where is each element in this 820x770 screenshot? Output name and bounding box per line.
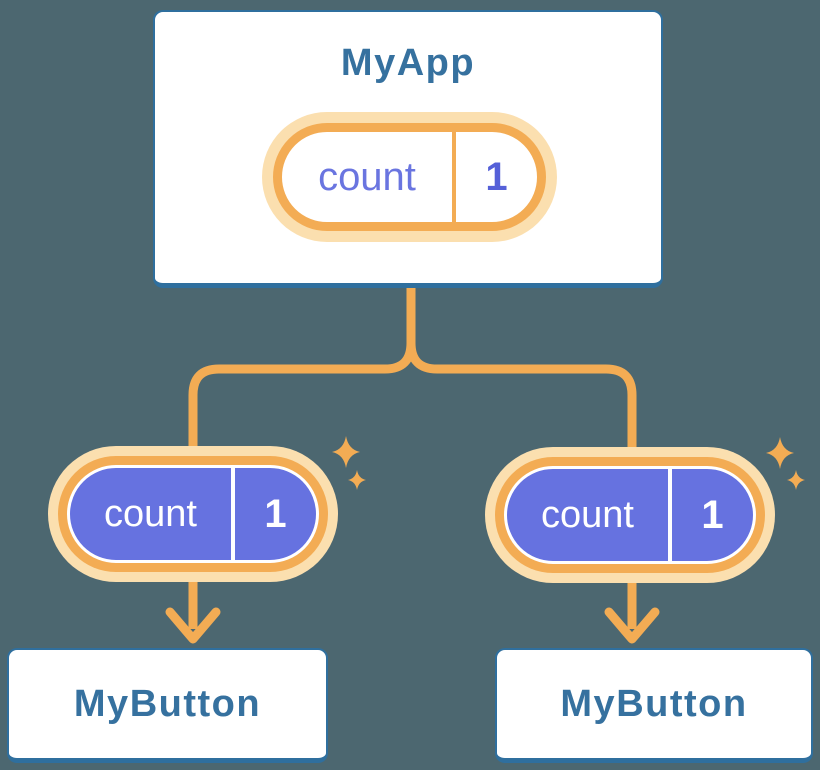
child-component-title: MyButton [73,682,262,725]
edge-root-to-left-child [188,282,416,629]
root-component-card: MyApp count 1 [153,10,663,288]
state-name-label: count [541,493,634,536]
root-component-title: MyApp [340,42,476,84]
left-child-component-card: MyButton [7,648,328,763]
state-value-label: 1 [264,491,287,536]
arrowhead-right-icon [604,607,660,644]
root-state-pill: count 1 [273,123,546,231]
right-child-component-card: MyButton [495,648,813,763]
child-component-title: MyButton [560,682,748,725]
sparkles-icon [332,436,360,468]
state-value-label: 1 [701,492,724,537]
arrowhead-left-icon [165,607,221,644]
pill-divider [668,469,672,561]
state-name-label: count [104,492,197,535]
state-value-label: 1 [485,154,508,199]
sparkles-icon [787,470,805,490]
sparkles-icon [766,437,794,469]
left-child-state-pill: count 1 [67,465,319,563]
pill-divider [452,132,456,222]
state-name-label: count [318,154,416,199]
sparkles-icon [348,470,366,490]
right-child-state-pill: count 1 [504,466,756,564]
